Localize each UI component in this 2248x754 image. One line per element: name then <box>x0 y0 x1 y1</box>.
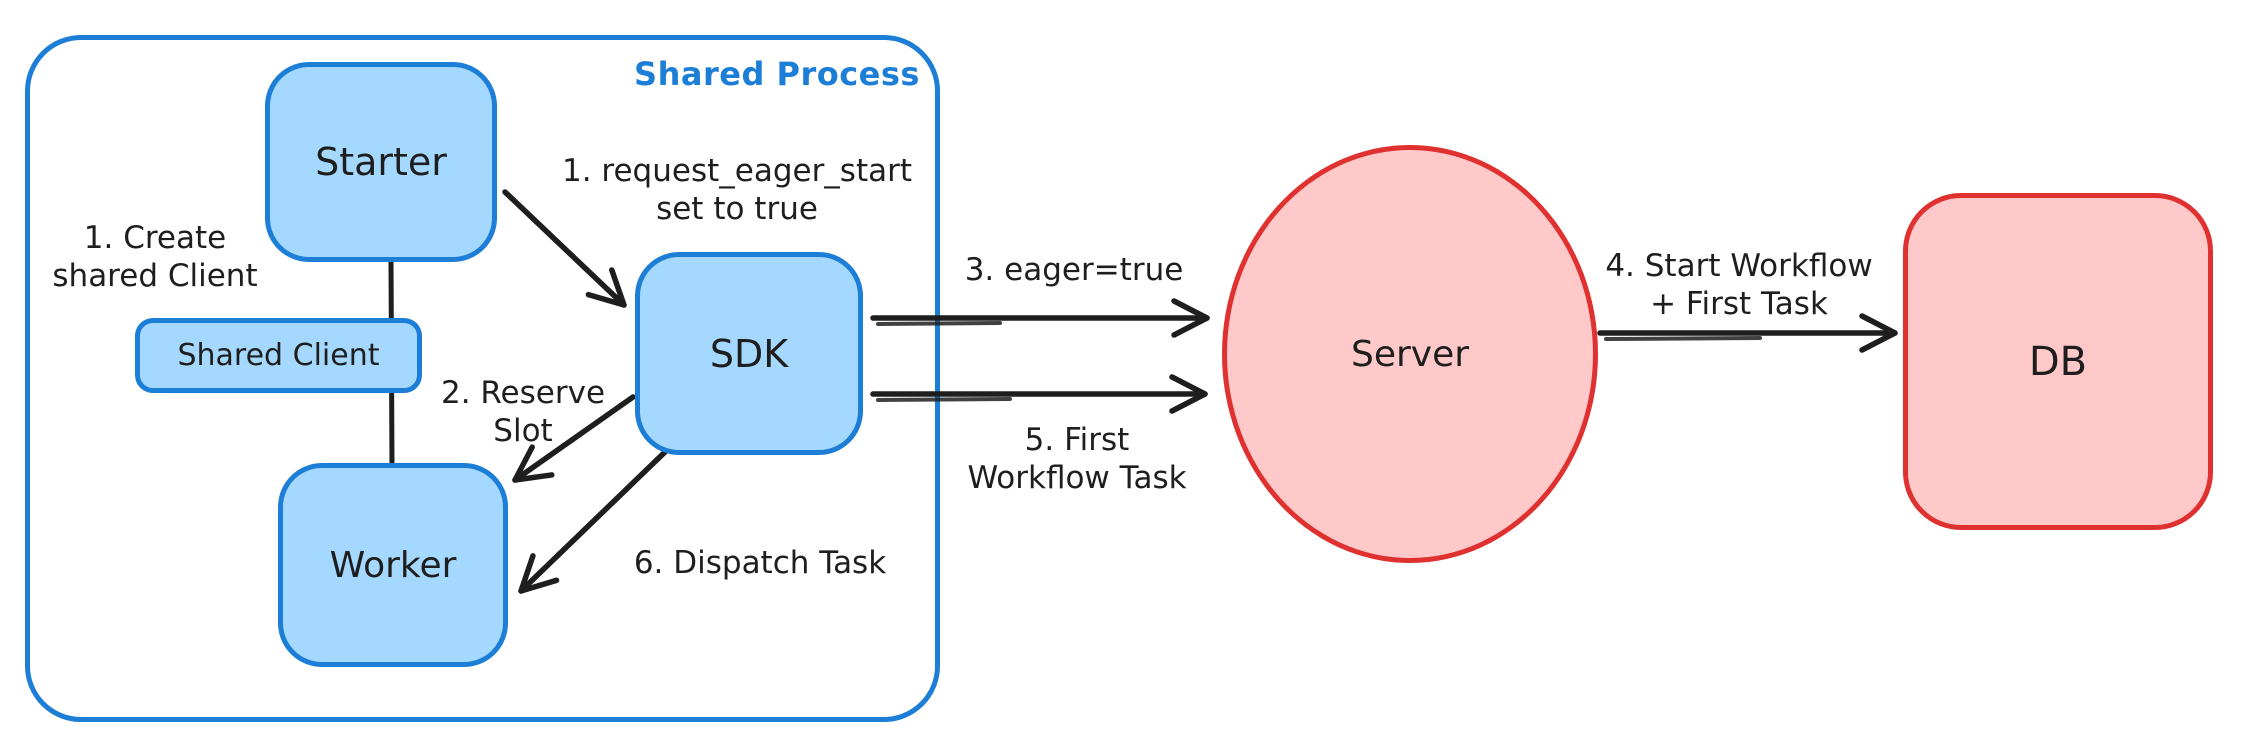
arrow-eager-true[interactable] <box>870 298 1210 338</box>
note-line: 4. Start Workflow <box>1605 248 1873 284</box>
server-node[interactable]: Server <box>1222 145 1598 563</box>
note-line: 2. Reserve <box>440 375 606 411</box>
arrow-first-workflow-task[interactable] <box>870 374 1208 414</box>
note-request-eager-start[interactable]: 1. request_eager_start set to true <box>562 152 912 228</box>
note-eager-true[interactable]: 3. eager=true <box>965 251 1184 289</box>
note-line: 1. request_eager_start <box>561 153 913 189</box>
note-line: 1. Create <box>83 220 227 256</box>
db-node[interactable]: DB <box>1903 193 2213 530</box>
arrow-dispatch-task[interactable] <box>518 449 668 594</box>
note-line: set to true <box>656 191 818 227</box>
note-start-workflow[interactable]: 4. Start Workflow + First Task <box>1605 247 1872 323</box>
starter-node[interactable]: Starter <box>265 62 497 262</box>
sdk-node[interactable]: SDK <box>635 252 863 455</box>
note-dispatch-task[interactable]: 6. Dispatch Task <box>634 544 886 582</box>
note-first-workflow-task[interactable]: 5. First Workflow Task <box>967 421 1186 497</box>
worker-node[interactable]: Worker <box>278 463 508 667</box>
note-line: shared Client <box>52 258 258 294</box>
note-line: Slot <box>493 413 553 449</box>
shared-process-label[interactable]: Shared Process <box>634 55 920 93</box>
note-line: + First Task <box>1650 286 1828 322</box>
note-create-shared-client[interactable]: 1. Create shared Client <box>52 219 257 295</box>
note-line: 6. Dispatch Task <box>633 545 887 581</box>
arrow-reserve-slot[interactable] <box>512 394 636 483</box>
note-line: 3. eager=true <box>964 252 1184 288</box>
worker-label: Worker <box>329 544 457 586</box>
shared-client-label: Shared Client <box>177 338 380 373</box>
sdk-label: SDK <box>709 331 789 376</box>
db-label: DB <box>2028 338 2088 385</box>
shared-client-node[interactable]: Shared Client <box>135 318 422 393</box>
shared-process-group[interactable] <box>25 35 940 722</box>
note-line: 5. First <box>1024 422 1130 458</box>
starter-label: Starter <box>315 140 447 184</box>
server-label: Server <box>1350 333 1470 375</box>
arrow-request-eager-start[interactable] <box>502 189 627 308</box>
note-line: Workflow Task <box>967 460 1187 496</box>
arrow-start-workflow[interactable] <box>1597 313 1898 353</box>
note-reserve-slot[interactable]: 2. Reserve Slot <box>441 374 605 450</box>
